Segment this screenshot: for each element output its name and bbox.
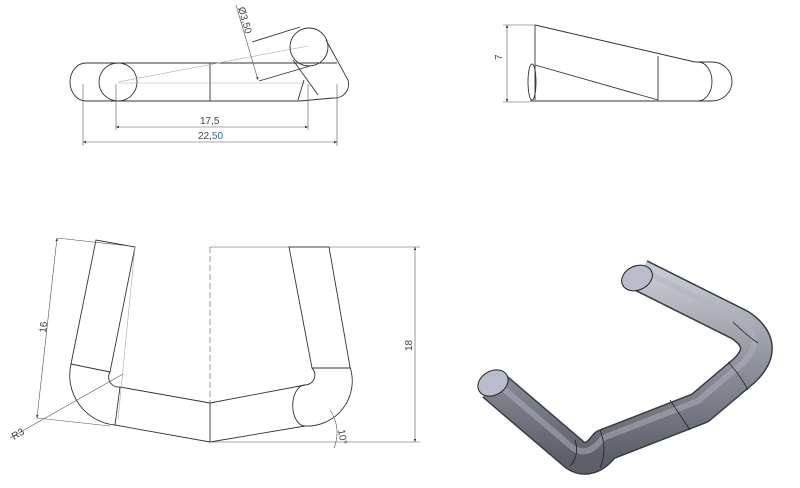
angle-label: 10°: [335, 429, 348, 446]
top-view: 16 R3 18 10°: [9, 237, 420, 449]
isometric-view: [477, 260, 773, 475]
front-view: Ø3,50 17,5 22,50: [69, 4, 350, 146]
tube-end-cap-right: [621, 264, 653, 292]
diameter-label: Ø3,50: [235, 6, 253, 36]
dim-overall-length: 22,50: [198, 131, 223, 142]
dim-side-height: 7: [494, 54, 505, 60]
side-view: 7: [494, 24, 733, 103]
dim-height: 18: [404, 339, 415, 351]
radius-label: R3: [10, 426, 27, 442]
dim-inner-length: 17,5: [200, 116, 220, 127]
tube-end-cap-left: [477, 369, 509, 397]
dim-leg-length: 16: [38, 321, 50, 334]
